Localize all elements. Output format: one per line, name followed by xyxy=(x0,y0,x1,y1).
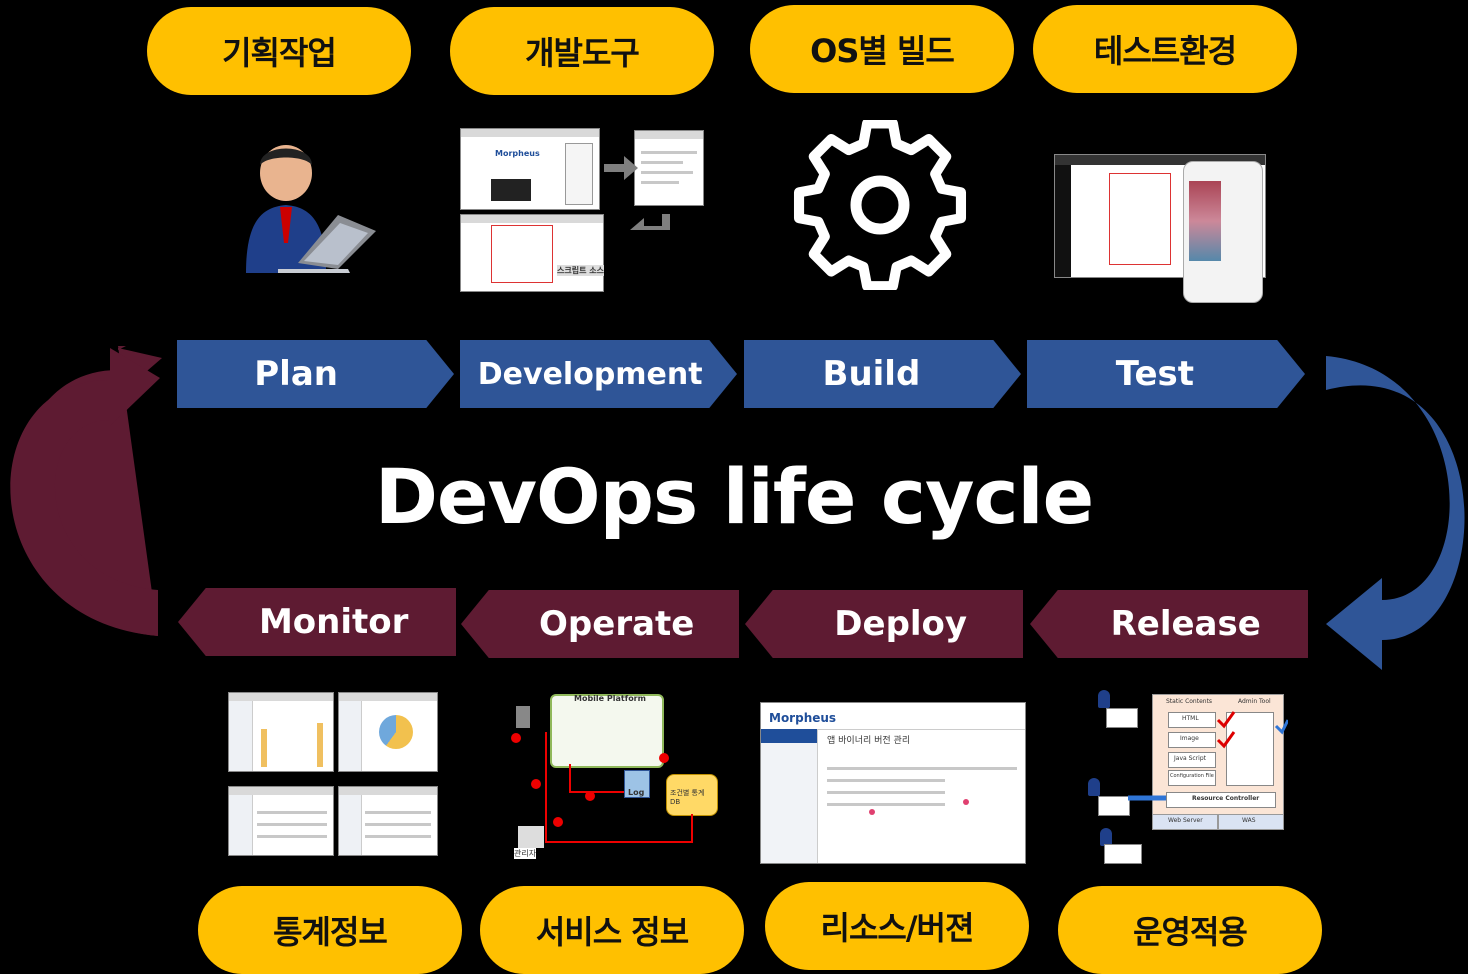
admin-label: 관리자 xyxy=(514,848,537,859)
operate-diagram: Mobile Platform Log 조건별 통계 DB 관리자 xyxy=(506,692,726,862)
stage-operate: Operate xyxy=(461,590,739,658)
left-return-arrowhead xyxy=(110,348,160,426)
label-test-env: 테스트환경 xyxy=(1033,5,1297,93)
dev-caption: 스크립트 소스 xyxy=(557,265,604,276)
stage-build-label: Build xyxy=(822,354,921,394)
release-diagram: Static Contents Admin Tool HTML Image Ja… xyxy=(1088,686,1288,866)
label-operation: 운영적용 xyxy=(1058,886,1322,974)
monitor-screenshot-2 xyxy=(338,692,438,772)
release-admin-label: Admin Tool xyxy=(1238,698,1271,705)
stage-development-label: Development xyxy=(477,356,703,392)
dev-tool-screenshot-1: Morpheus xyxy=(460,128,600,210)
release-was-label: WAS xyxy=(1242,817,1256,824)
dev-logo: Morpheus xyxy=(495,149,540,158)
release-js-label: Java Script xyxy=(1174,755,1206,762)
stage-monitor-label: Monitor xyxy=(258,602,409,642)
stage-operate-label: Operate xyxy=(539,604,695,644)
release-config-label: Configuration File xyxy=(1170,773,1214,779)
label-service-info: 서비스 정보 xyxy=(480,886,744,974)
diagram-title: DevOps life cycle xyxy=(374,452,1094,541)
gear-icon xyxy=(793,120,967,290)
log-label: Log xyxy=(628,788,645,797)
stage-test-label: Test xyxy=(1115,354,1194,394)
monitor-screenshot-1 xyxy=(228,692,334,772)
release-web-label: Web Server xyxy=(1168,817,1203,824)
release-static-label: Static Contents xyxy=(1166,698,1213,705)
label-statistics: 통계정보 xyxy=(198,886,462,974)
test-env-screenshot xyxy=(1054,154,1266,303)
deploy-logo: Morpheus xyxy=(769,711,837,725)
label-os-build: OS별 빌드 xyxy=(750,5,1014,93)
deploy-screenshot: Morpheus 앱 바이너리 버전 관리 xyxy=(760,702,1026,864)
stage-deploy: Deploy xyxy=(745,590,1023,658)
stat-db-label: 조건별 통계 DB xyxy=(670,789,705,806)
release-image-label: Image xyxy=(1180,735,1199,742)
stage-release-label: Release xyxy=(1110,604,1261,644)
stage-deploy-label: Deploy xyxy=(834,604,968,644)
stage-monitor: Monitor xyxy=(178,588,456,656)
stage-build: Build xyxy=(744,340,1021,408)
stage-development: Development xyxy=(460,340,737,408)
label-dev-tools: 개발도구 xyxy=(450,7,714,95)
stage-plan: Plan xyxy=(177,340,454,408)
platform-title: Mobile Platform xyxy=(574,694,646,703)
label-planning: 기획작업 xyxy=(147,7,411,95)
dev-tool-screenshot-3: 스크립트 소스 xyxy=(460,214,604,292)
dev-tool-screenshot-2 xyxy=(634,130,704,206)
release-rc-label: Resource Controller xyxy=(1192,795,1260,802)
label-resource-version: 리소스/버젼 xyxy=(765,882,1029,970)
monitor-screenshot-3 xyxy=(228,786,334,856)
dev-flow-arrows xyxy=(604,156,670,230)
person-laptop-icon xyxy=(246,145,376,273)
stage-test: Test xyxy=(1027,340,1305,408)
stage-plan-label: Plan xyxy=(254,354,338,394)
release-html-label: HTML xyxy=(1182,715,1199,722)
deploy-heading: 앱 바이너리 버전 관리 xyxy=(827,736,911,746)
monitor-screenshot-4 xyxy=(338,786,438,856)
stage-release: Release xyxy=(1030,590,1308,658)
